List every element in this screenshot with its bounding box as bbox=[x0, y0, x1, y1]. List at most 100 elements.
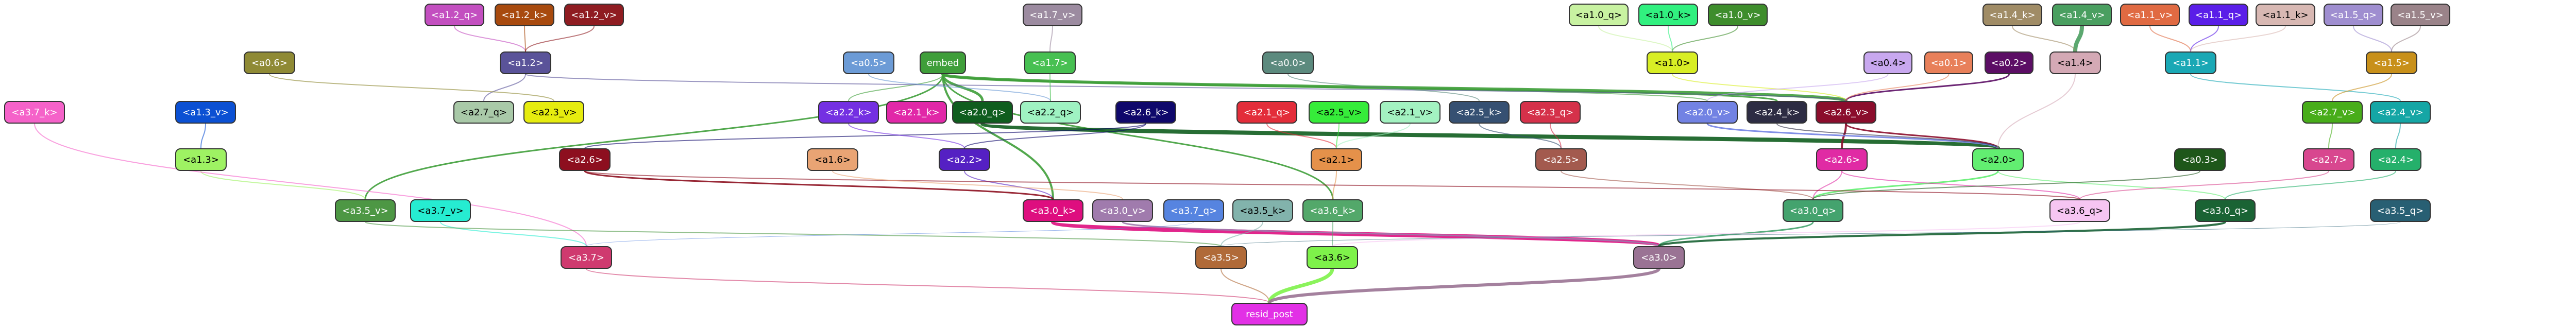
node-label: <a1.2_q> bbox=[431, 9, 478, 21]
node-a2-0-q[interactable]: <a2.0_q> bbox=[952, 101, 1013, 124]
node-a1-7-v[interactable]: <a1.7_v> bbox=[1023, 4, 1082, 26]
node-a2-3-v[interactable]: <a2.3_v> bbox=[523, 101, 584, 124]
node-a1-5[interactable]: <a1.5> bbox=[2366, 51, 2417, 74]
node-label: <a2.5_v> bbox=[1316, 107, 1362, 118]
node-a3-0-v[interactable]: <a3.0_v> bbox=[1092, 199, 1153, 222]
node-a3-0-k[interactable]: <a3.0_k> bbox=[1023, 199, 1083, 222]
node-a2-1-v[interactable]: <a2.1_v> bbox=[1380, 101, 1440, 124]
node-a0-4[interactable]: <a0.4> bbox=[1863, 51, 1912, 74]
node-a1-2-v[interactable]: <a1.2_v> bbox=[564, 4, 624, 26]
node-label: <a0.0> bbox=[1270, 57, 1306, 68]
node-a1-0-k[interactable]: <a1.0_k> bbox=[1638, 4, 1698, 26]
node-a3-5-q[interactable]: <a3.5_q> bbox=[2370, 199, 2431, 222]
node-a2-3-q[interactable]: <a2.3_q> bbox=[1520, 101, 1581, 124]
node-a0-2[interactable]: <a0.2> bbox=[1985, 51, 2033, 74]
node-a0-6[interactable]: <a0.6> bbox=[244, 51, 295, 74]
node-label: <a1.0> bbox=[1654, 57, 1690, 68]
node-label: <a1.7> bbox=[1032, 57, 1068, 68]
node-a2-7[interactable]: <a2.7> bbox=[2303, 148, 2354, 171]
edge-a3_0_v-a3_0 bbox=[1122, 221, 1660, 247]
node-a2-7-v[interactable]: <a2.7_v> bbox=[2302, 101, 2363, 124]
node-a2-4-v[interactable]: <a2.4_v> bbox=[2370, 101, 2431, 124]
node-label: <a0.4> bbox=[1870, 57, 1906, 68]
node-a3-6-q[interactable]: <a3.6_q> bbox=[2049, 199, 2110, 222]
node-a3-5-v[interactable]: <a3.5_v> bbox=[335, 199, 396, 222]
node-a2-1-k[interactable]: <a2.1_k> bbox=[886, 101, 947, 124]
node-a1-6[interactable]: <a1.6> bbox=[807, 148, 858, 171]
node-a0-1[interactable]: <a0.1> bbox=[1924, 51, 1973, 74]
edge-a1_2_v-a1_2 bbox=[525, 26, 595, 52]
node-a2-7-q[interactable]: <a2.7_q> bbox=[453, 101, 514, 124]
node-a2-5[interactable]: <a2.5> bbox=[1535, 148, 1587, 171]
node-a3-5[interactable]: <a3.5> bbox=[1195, 246, 1247, 269]
node-a0-3[interactable]: <a0.3> bbox=[2174, 148, 2226, 171]
node-a1-3-v[interactable]: <a1.3_v> bbox=[175, 101, 236, 124]
node-a2-5-k[interactable]: <a2.5_k> bbox=[1449, 101, 1510, 124]
node-a1-4-k[interactable]: <a1.4_k> bbox=[1982, 4, 2042, 26]
node-a3-0-q[interactable]: <a3.0_q> bbox=[1783, 199, 1843, 222]
node-a3-0-q2[interactable]: <a3.0_q> bbox=[2195, 199, 2256, 222]
node-label: <a2.5_k> bbox=[1456, 107, 1502, 118]
node-a1-7[interactable]: <a1.7> bbox=[1024, 51, 1076, 74]
node-label: <a3.5_k> bbox=[1240, 205, 1286, 216]
node-a1-2[interactable]: <a1.2> bbox=[500, 51, 551, 74]
node-a2-6[interactable]: <a2.6> bbox=[559, 148, 611, 171]
node-a3-7-k[interactable]: <a3.7_k> bbox=[4, 101, 65, 124]
node-a1-2-q[interactable]: <a1.2_q> bbox=[425, 4, 484, 26]
node-a3-6-k[interactable]: <a3.6_k> bbox=[1302, 199, 1363, 222]
node-a2-5-v[interactable]: <a2.5_v> bbox=[1309, 101, 1369, 124]
node-a3-6[interactable]: <a3.6> bbox=[1307, 246, 1358, 269]
node-a2-4-k[interactable]: <a2.4_k> bbox=[1747, 101, 1807, 124]
node-embed[interactable]: embed bbox=[920, 51, 966, 74]
edge-a2_4_v-a2_4 bbox=[2395, 123, 2401, 149]
edge-a3_7_q-a3_7 bbox=[586, 221, 1194, 247]
node-a2-2[interactable]: <a2.2> bbox=[939, 148, 990, 171]
node-a3-0[interactable]: <a3.0> bbox=[1633, 246, 1685, 269]
node-a1-4[interactable]: <a1.4> bbox=[2049, 51, 2101, 74]
node-a2-1-q[interactable]: <a2.1_q> bbox=[1236, 101, 1297, 124]
node-label: <a3.7_q> bbox=[1170, 205, 1217, 216]
node-a2-2-q[interactable]: <a2.2_q> bbox=[1020, 101, 1081, 124]
node-a3-7[interactable]: <a3.7> bbox=[561, 246, 612, 269]
node-a3-7-v[interactable]: <a3.7_v> bbox=[410, 199, 471, 222]
node-a2-6-v[interactable]: <a2.6_v> bbox=[1816, 101, 1876, 124]
node-a2-0-v[interactable]: <a2.0_v> bbox=[1677, 101, 1738, 124]
node-label: <a0.5> bbox=[851, 57, 887, 68]
node-a1-3[interactable]: <a1.3> bbox=[175, 148, 227, 171]
node-a1-4-v[interactable]: <a1.4_v> bbox=[2052, 4, 2112, 26]
node-label: <a2.6> bbox=[567, 154, 603, 165]
edge-a1_2-a2_6_v bbox=[525, 74, 1846, 101]
edge-a3_0-resid_post bbox=[1268, 267, 1660, 304]
node-a2-1[interactable]: <a2.1> bbox=[1311, 148, 1362, 171]
edge-a1_1_q-a1_1 bbox=[2190, 26, 2219, 52]
node-label: <a1.0_q> bbox=[1575, 9, 1622, 21]
node-a1-1-v[interactable]: <a1.1_v> bbox=[2120, 4, 2180, 26]
node-a0-0[interactable]: <a0.0> bbox=[1262, 51, 1314, 74]
node-label: <a1.6> bbox=[815, 154, 851, 165]
node-a1-2-k[interactable]: <a1.2_k> bbox=[495, 4, 554, 26]
node-a1-0[interactable]: <a1.0> bbox=[1647, 51, 1698, 74]
node-a2-4[interactable]: <a2.4> bbox=[2370, 148, 2421, 171]
edge-a3_5_q-a3_5 bbox=[1221, 221, 2401, 247]
node-a1-0-v[interactable]: <a1.0_v> bbox=[1708, 4, 1768, 26]
edge-a0_6-a2_3_v bbox=[269, 74, 554, 101]
node-a1-5-q[interactable]: <a1.5_q> bbox=[2324, 4, 2383, 26]
node-a2-6b[interactable]: <a2.6> bbox=[1816, 148, 1868, 171]
node-a2-2-k[interactable]: <a2.2_k> bbox=[818, 101, 879, 124]
node-a1-1-k[interactable]: <a1.1_k> bbox=[2256, 4, 2315, 26]
node-a1-5-v[interactable]: <a1.5_v> bbox=[2391, 4, 2450, 26]
node-a0-5[interactable]: <a0.5> bbox=[843, 51, 894, 74]
node-resid-post[interactable]: resid_post bbox=[1231, 303, 1308, 325]
node-a2-6-k[interactable]: <a2.6_k> bbox=[1115, 101, 1176, 124]
node-a2-0[interactable]: <a2.0> bbox=[1972, 148, 2024, 171]
edge-a0_1-a2_6_v bbox=[1845, 74, 1950, 101]
node-a3-7-q[interactable]: <a3.7_q> bbox=[1163, 199, 1224, 222]
node-a1-1-q[interactable]: <a1.1_q> bbox=[2189, 4, 2248, 26]
node-a1-0-q[interactable]: <a1.0_q> bbox=[1569, 4, 1629, 26]
node-label: <a1.1_v> bbox=[2127, 9, 2173, 21]
node-label: embed bbox=[926, 57, 959, 68]
node-label: <a3.0_q> bbox=[2201, 205, 2249, 216]
node-label: <a3.0_v> bbox=[1099, 205, 1146, 216]
node-a1-1[interactable]: <a1.1> bbox=[2165, 51, 2216, 74]
node-a3-5-k[interactable]: <a3.5_k> bbox=[1232, 199, 1293, 222]
